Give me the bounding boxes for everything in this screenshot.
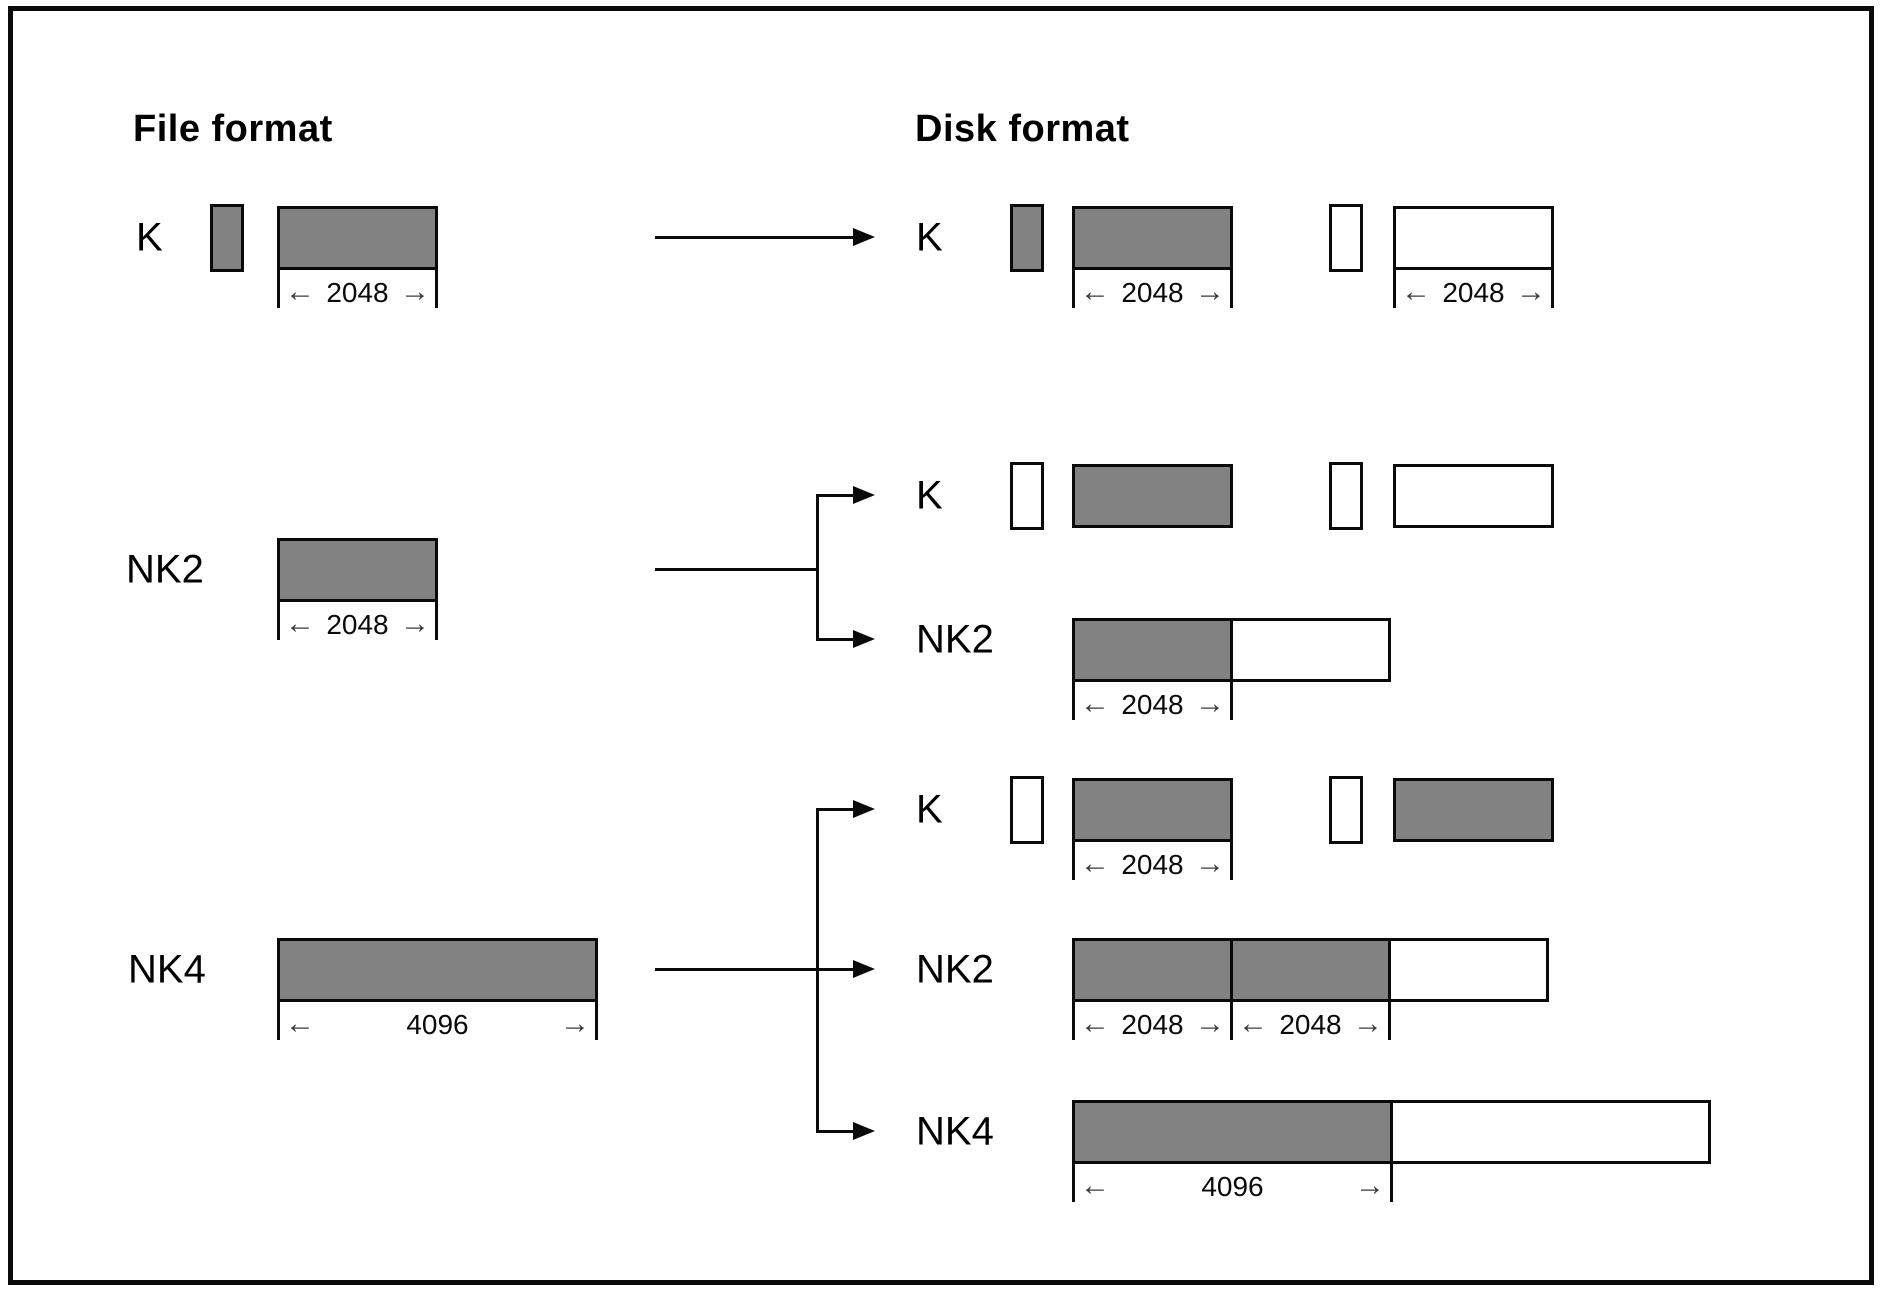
disk-nk4-k-key-block [1010,776,1044,844]
disk-nk2-k-label: K [916,473,943,518]
disk-nk2-k-empty-key-block [1329,462,1363,530]
dim-arrow-right-icon: → [399,607,430,640]
disk-nk4-k-label: K [916,787,943,832]
dim-arrow-right-icon: → [1194,275,1225,308]
disk-nk4-nk4-label: NK4 [916,1109,994,1154]
arrow-nk4-branch-nk4-line [818,1130,853,1133]
dim-arrow-left-icon: ← [1080,847,1110,880]
disk-k-empty-data-block [1393,206,1554,270]
disk-nk4-k-key-block-2 [1329,776,1363,844]
dimension-disk-nk4-k-2048: ← 2048 → [1072,842,1233,880]
file-nk4-data-block [277,938,598,1002]
dim-arrow-right-icon: → [559,1007,590,1040]
disk-nk2-k-data-block [1072,464,1233,528]
arrow-nk2-branch-nk2-head-icon [853,630,875,648]
dim-arrow-left-icon: ← [285,1007,315,1040]
dim-arrow-left-icon: ← [1080,1007,1110,1040]
dim-value: 2048 [326,277,389,308]
figure-border [8,6,1874,1285]
file-k-key-block [210,204,244,272]
disk-nk4-k-data-block-2 [1393,778,1554,842]
dimension-disk-nk4-nk2-b-2048: ← 2048 → [1230,1002,1391,1040]
dimension-disk-nk4-4096: ← 4096 → [1072,1164,1393,1202]
disk-nk4-k-data-block [1072,778,1233,842]
disk-nk4-nk2-data-block-1 [1072,938,1233,1002]
disk-nk4-nk4-data-block [1072,1100,1393,1164]
arrow-nk4-main-line [655,968,853,971]
arrow-nk2-branch-k-head-icon [853,486,875,504]
disk-nk4-nk2-label: NK2 [916,947,994,992]
arrow-nk4-branch-nk2-head-icon [853,960,875,978]
dim-arrow-right-icon: → [1515,275,1546,308]
dimension-file-nk4-4096: ← 4096 → [277,1002,598,1040]
dim-value: 2048 [326,609,389,640]
dim-arrow-left-icon: ← [1238,1007,1268,1040]
arrow-nk2-main-line [655,568,818,571]
arrow-nk4-branch-stem [816,808,819,1133]
dim-value: 2048 [1279,1009,1342,1040]
disk-nk2-nk2-data-block [1072,618,1233,682]
dimension-disk-nk4-nk2-a-2048: ← 2048 → [1072,1002,1233,1040]
arrow-nk2-branch-stem [816,494,819,641]
dim-arrow-right-icon: → [1194,847,1225,880]
dimension-file-k-2048: ← 2048 → [277,270,438,308]
dim-arrow-right-icon: → [399,275,430,308]
disk-k-empty-key-block [1329,204,1363,272]
file-k-data-block [277,206,438,270]
dim-value: 4096 [1201,1171,1264,1202]
dim-arrow-right-icon: → [1194,1007,1225,1040]
dim-arrow-right-icon: → [1352,1007,1383,1040]
dimension-file-nk2-2048: ← 2048 → [277,602,438,640]
disk-k-label: K [916,215,943,260]
file-nk2-data-block [277,538,438,602]
dim-value: 2048 [1442,277,1505,308]
dim-arrow-right-icon: → [1194,687,1225,720]
disk-nk4-nk2-data-block-2 [1230,938,1391,1002]
dim-arrow-left-icon: ← [1401,275,1431,308]
disk-nk4-nk4-empty-block [1390,1100,1711,1164]
file-nk2-label: NK2 [126,547,204,592]
dim-arrow-right-icon: → [1354,1169,1385,1202]
dim-arrow-left-icon: ← [1080,275,1110,308]
arrow-nk4-branch-k-head-icon [853,800,875,818]
disk-nk2-nk2-label: NK2 [916,617,994,662]
file-k-label: K [136,215,163,260]
dimension-disk-nk2-2048: ← 2048 → [1072,682,1233,720]
dim-arrow-left-icon: ← [1080,687,1110,720]
arrow-k-head-icon [853,228,875,246]
disk-nk4-nk2-empty-block [1388,938,1549,1002]
disk-nk2-k-key-block [1010,462,1044,530]
disk-nk2-k-empty-data-block [1393,464,1554,528]
dimension-disk-k-2048: ← 2048 → [1072,270,1233,308]
arrow-nk2-branch-k-line [818,494,853,497]
dim-value: 2048 [1121,277,1184,308]
arrow-nk4-branch-nk4-head-icon [853,1122,875,1140]
disk-k-data-block [1072,206,1233,270]
disk-k-key-block [1010,204,1044,272]
dim-arrow-left-icon: ← [285,275,315,308]
arrow-nk2-branch-nk2-line [818,638,853,641]
disk-nk2-nk2-empty-block [1230,618,1391,682]
dimension-disk-k-empty-2048: ← 2048 → [1393,270,1554,308]
disk-format-heading: Disk format [915,108,1130,150]
dim-value: 4096 [406,1009,469,1040]
arrow-nk4-branch-k-line [818,808,853,811]
dim-arrow-left-icon: ← [1080,1169,1110,1202]
file-nk4-label: NK4 [128,947,206,992]
dim-arrow-left-icon: ← [285,607,315,640]
dim-value: 2048 [1121,689,1184,720]
arrow-k-line [655,236,853,239]
dim-value: 2048 [1121,1009,1184,1040]
dim-value: 2048 [1121,849,1184,880]
file-format-heading: File format [133,108,333,150]
